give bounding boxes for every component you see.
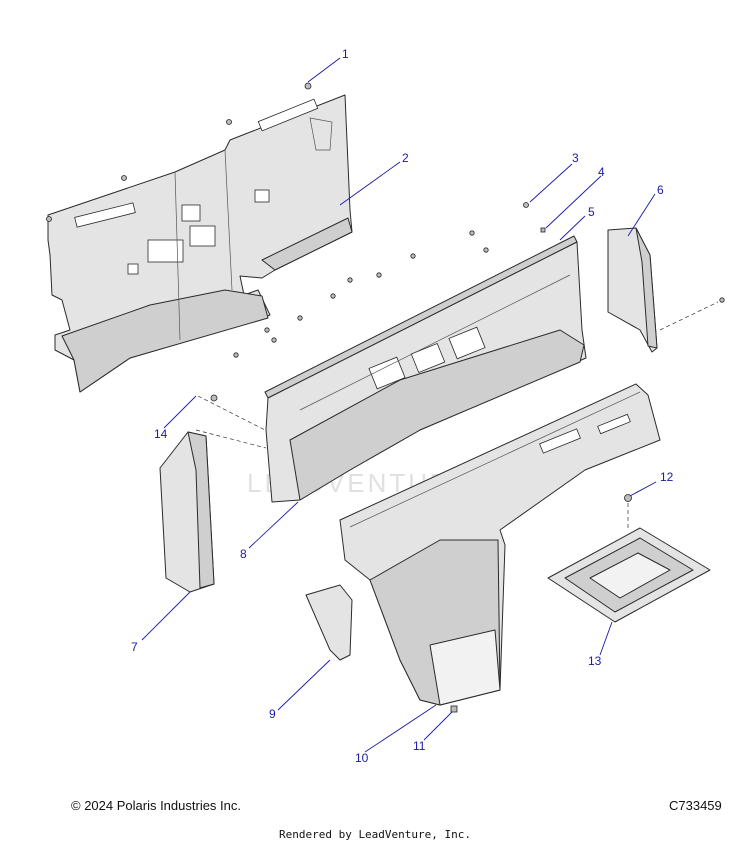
callout-14: 14 — [154, 427, 168, 441]
callout-3: 3 — [572, 151, 579, 165]
storage-tray-part — [547, 527, 711, 623]
alignment-line-left-2 — [195, 429, 267, 449]
alignment-line-right — [659, 301, 719, 331]
callout-2: 2 — [402, 151, 409, 165]
left-side-cap-part — [159, 431, 215, 593]
callout-6: 6 — [657, 183, 664, 197]
seat-pad-part — [305, 584, 353, 661]
bed-front-panel-part — [265, 241, 587, 503]
rendered-by-credit: Rendered by LeadVenture, Inc. — [278, 828, 472, 841]
panel-fastener-c — [46, 216, 52, 222]
copyright-text: © 2024 Polaris Industries Inc. — [71, 798, 241, 813]
part-12-plug — [624, 494, 632, 502]
callout-7: 7 — [131, 640, 138, 654]
part-3-bolt — [523, 202, 529, 208]
floor-panel-part — [339, 383, 661, 706]
scattered-bolts — [210, 230, 725, 402]
callout-8: 8 — [240, 547, 247, 561]
right-side-cap-part — [607, 227, 658, 353]
callout-10: 10 — [355, 751, 369, 765]
callout-1: 1 — [342, 47, 349, 61]
part-4-clip — [540, 227, 546, 233]
callout-11: 11 — [413, 739, 426, 753]
callout-4: 4 — [598, 165, 605, 179]
alignment-line-left — [197, 395, 266, 431]
panel-fastener-a — [226, 119, 232, 125]
leader-lines — [141, 57, 657, 753]
callout-5: 5 — [588, 205, 595, 219]
callout-12: 12 — [660, 470, 674, 484]
drawing-code: C733459 — [669, 798, 722, 813]
callout-13: 13 — [588, 654, 602, 668]
callout-9: 9 — [269, 707, 276, 721]
part-1-fastener — [304, 82, 312, 90]
rear-panel-part — [47, 94, 353, 393]
panel-fastener-b — [121, 175, 127, 181]
part-11-clip — [450, 705, 458, 713]
